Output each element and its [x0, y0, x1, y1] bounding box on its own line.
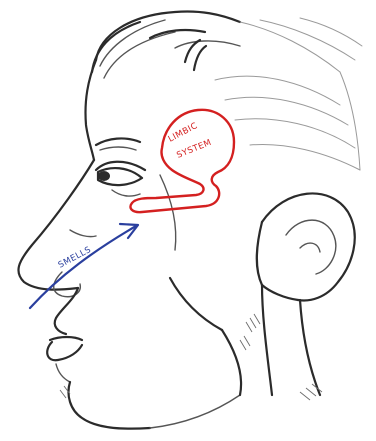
- eye: [96, 138, 145, 196]
- limbic-label-line2: SYSTEM: [175, 138, 213, 161]
- cheek-jaw: [70, 175, 241, 395]
- hair: [92, 11, 362, 170]
- profile-outline: [18, 60, 240, 429]
- neck: [60, 285, 322, 400]
- ear: [257, 193, 355, 300]
- limbic-system-outline: [130, 110, 234, 212]
